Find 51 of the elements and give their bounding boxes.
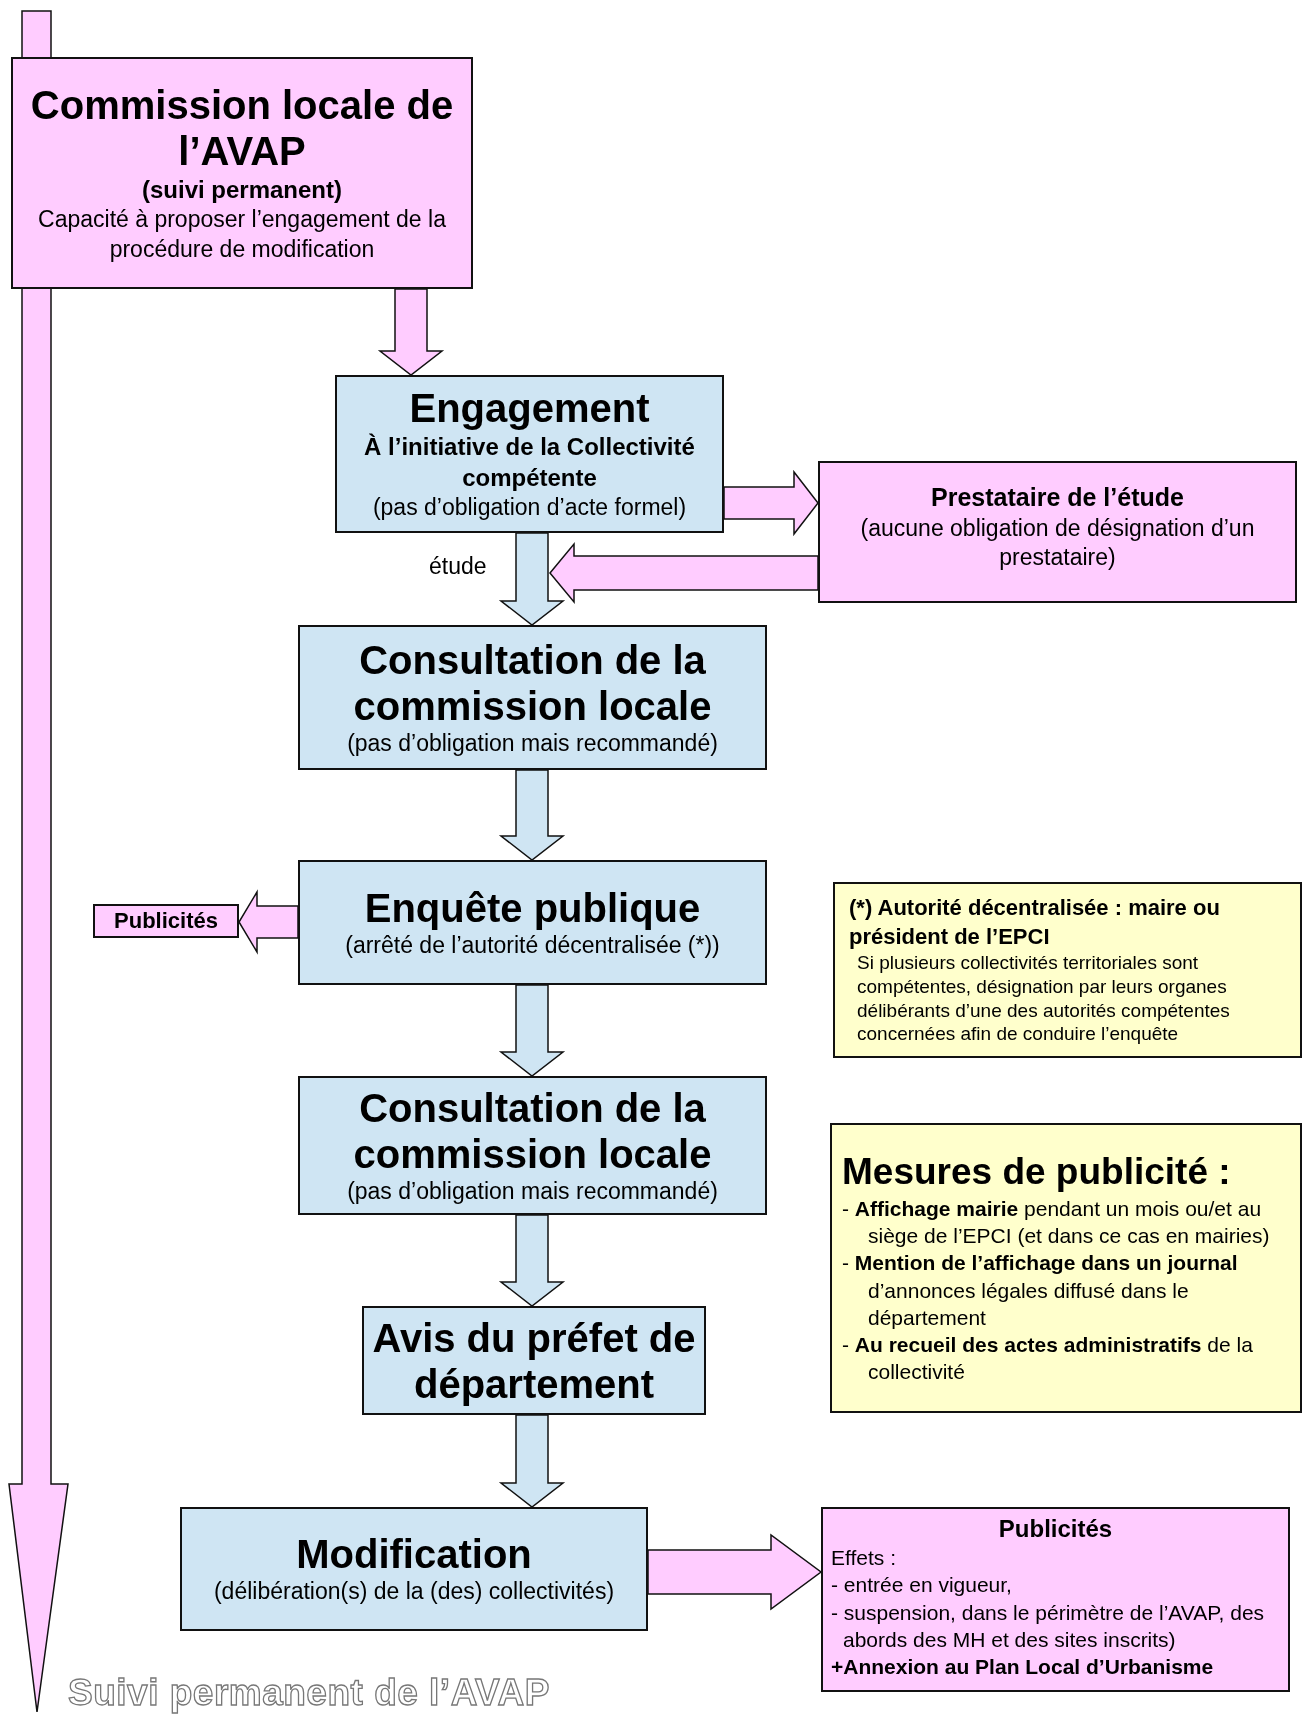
- box-text: - Affichage mairie pendant un mois ou/et au siège de l’EPCI (et dans ce cas en mairies): [842, 1195, 1271, 1249]
- block-arrow: [498, 532, 566, 626]
- box-text: Consultation de la commission locale: [352, 1084, 713, 1177]
- process-box: [298, 1076, 767, 1215]
- box-text: Publicités: [113, 908, 219, 934]
- box-text: Si plusieurs collectivités territoriales sont compétentes, désignation par leurs organes délibérants d’une des autorités compétentes concernées afin de conduire l’enquête: [856, 951, 1231, 1047]
- box-text: (pas d’obligation d’acte formel): [371, 493, 688, 523]
- process-box: [362, 1306, 706, 1415]
- box-text: (*) Autorité décentralisée : maire ou président de l’EPCI: [849, 893, 1221, 951]
- box-text: - entrée en vigueur,: [831, 1572, 1013, 1599]
- process-box: [11, 57, 473, 289]
- block-arrow: [498, 984, 566, 1077]
- box-text: Capacité à proposer l’engagement de la procédure de modification: [37, 204, 447, 264]
- box-text: (pas d’obligation mais recommandé): [346, 1176, 719, 1206]
- box-text: +Annexion au Plan Local d’Urbanisme: [831, 1654, 1215, 1681]
- process-box: [298, 860, 767, 985]
- process-box: [833, 882, 1302, 1058]
- box-text: Modification: [295, 1531, 533, 1578]
- box-text: (pas d’obligation mais recommandé): [346, 728, 719, 758]
- process-box: [830, 1123, 1302, 1413]
- box-text: Mesures de publicité :: [842, 1150, 1232, 1195]
- block-arrow: [647, 1533, 823, 1611]
- box-text: Engagement: [408, 384, 651, 431]
- block-arrow: [723, 469, 819, 537]
- box-text: - suspension, dans le périmètre de l’AVAP, des abords des MH et des sites inscrits): [831, 1599, 1266, 1654]
- process-box: [335, 375, 724, 533]
- process-box: [821, 1507, 1290, 1692]
- process-box: [180, 1507, 648, 1631]
- box-text: (arrêté de l’autorité décentralisée (*)): [344, 930, 721, 960]
- block-arrow: [238, 889, 299, 955]
- timeline-label: Suivi permanent de l’AVAP: [68, 1672, 550, 1714]
- box-text: - Au recueil des actes administratifs de la collectivité: [842, 1332, 1254, 1386]
- box-text: À l’initiative de la Collectivité compétente: [363, 431, 696, 494]
- box-text: Publicités: [997, 1514, 1114, 1544]
- box-text: (aucune obligation de désignation d’un prestataire): [859, 513, 1256, 573]
- block-arrow: [498, 769, 566, 861]
- box-text: Enquête publique: [363, 884, 702, 931]
- block-arrow: [498, 1214, 566, 1307]
- box-text: Commission locale de l’AVAP: [29, 81, 455, 174]
- box-text: Consultation de la commission locale: [352, 636, 713, 729]
- process-box: [93, 904, 239, 938]
- box-text: (délibération(s) de la (des) collectivités): [212, 1577, 616, 1607]
- box-text: Prestataire de l’étude: [930, 482, 1185, 513]
- box-text: Avis du préfet de département: [371, 1314, 697, 1407]
- process-box: [818, 461, 1297, 603]
- block-arrow: [377, 288, 445, 376]
- block-arrow: [498, 1414, 566, 1508]
- process-box: [298, 625, 767, 770]
- block-arrow: [549, 541, 819, 605]
- box-text: Effets :: [831, 1545, 897, 1572]
- box-text: (suivi permanent): [140, 174, 343, 205]
